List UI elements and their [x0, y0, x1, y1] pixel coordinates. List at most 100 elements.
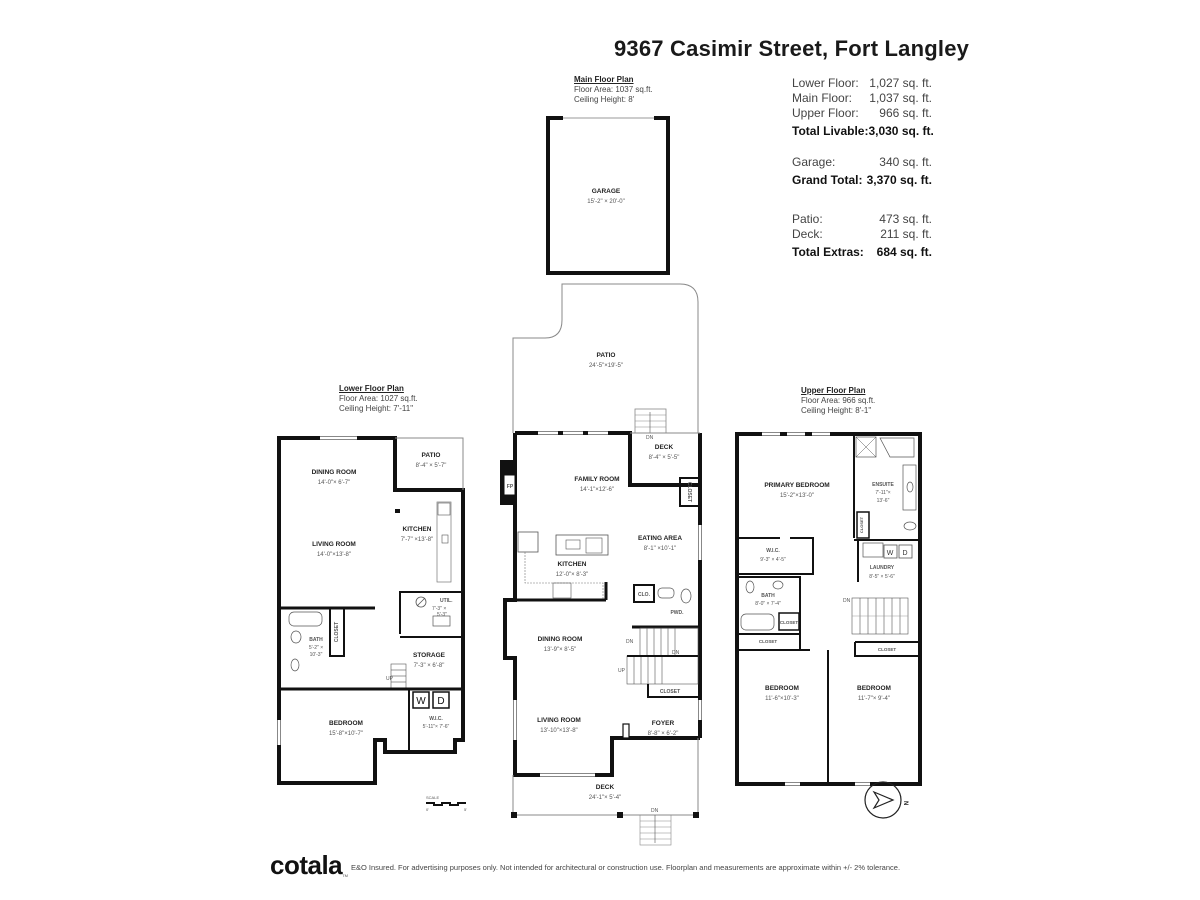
main-floor-header: Main Floor Plan Floor Area: 1037 sq.ft. … — [574, 75, 653, 105]
upper-floor-heading: Upper Floor Plan — [801, 386, 866, 395]
closet-label: CLOSET — [780, 620, 799, 625]
summary-value: 684 sq. ft. — [876, 245, 932, 259]
primary-bedroom-dims: 15'-2"×13'-0" — [780, 493, 814, 499]
logo-trademark: TM — [342, 873, 348, 878]
lower-floor-ceiling: Ceiling Height: 7'-11" — [339, 404, 414, 413]
north-label: N — [902, 801, 908, 805]
upper-floor-header: Upper Floor Plan Floor Area: 966 sq.ft. … — [801, 386, 875, 416]
deck-top-dims: 8'-4" × 5'-5" — [649, 455, 680, 461]
summary-label: Total Extras: — [792, 245, 864, 259]
living-room-dims: 13'-10"×13'-8" — [540, 728, 577, 734]
summary-row-total-livable: Total Livable:3,030 sq. ft. — [792, 121, 934, 141]
bedroom-1-label: BEDROOM — [765, 685, 799, 692]
stair-up-label: UP — [618, 668, 626, 674]
fireplace-label: FP — [507, 484, 514, 490]
deck-top-label: DECK — [655, 444, 674, 451]
upper-floor-plan: ENSUITE 7'-11"× 13'-6" CLOSET PRIMARY BE… — [735, 432, 922, 786]
summary-label: Main Floor: — [792, 91, 853, 105]
bedroom-2-label: BEDROOM — [857, 685, 891, 692]
summary-row-deck: Deck:211 sq. ft. — [792, 227, 932, 242]
eating-area-label: EATING AREA — [638, 535, 682, 542]
lower-bedroom-label: BEDROOM — [329, 720, 363, 727]
kitchen-dims: 12'-0"× 8'-3" — [556, 572, 588, 578]
foyer-label: FOYER — [652, 720, 675, 727]
summary-row-patio: Patio: 473 sq. ft. — [792, 212, 932, 227]
summary-label: Patio: — [792, 212, 823, 226]
lower-kitchen-label: KITCHEN — [403, 526, 432, 533]
lower-dining-label: DINING ROOM — [312, 469, 357, 476]
closet-label: CLOSET — [686, 482, 692, 502]
main-floor-plan: PATIO 24'-5"×19'-5" DN DECK 8'-4" × 5'-5… — [500, 283, 702, 846]
upper-bath-dims: 8'-0" × 7'-4" — [755, 601, 781, 607]
living-room-label: LIVING ROOM — [537, 717, 581, 724]
laundry-dims: 8'-5" × 5'-6" — [869, 574, 895, 580]
lower-floor-area: Floor Area: 1027 sq.ft. — [339, 394, 418, 403]
lower-closet-label: CLOSET — [334, 622, 340, 642]
upper-bath-label: BATH — [761, 593, 775, 599]
lower-bath-dims: 5'-2" × — [309, 645, 323, 651]
summary-row-garage: Garage:340 sq. ft. — [792, 155, 932, 170]
dining-room-label: DINING ROOM — [538, 636, 583, 643]
scale-min: 0' — [426, 807, 429, 812]
upper-wic-label: W.I.C. — [766, 548, 780, 554]
main-floor-heading: Main Floor Plan — [574, 75, 634, 84]
stair-dn-label: DN — [626, 639, 634, 645]
patio-label: PATIO — [597, 352, 616, 359]
lower-kitchen-dims: 7'-7" ×13'-8" — [401, 537, 433, 543]
closet-label: CLOSET — [759, 639, 778, 644]
lower-floor-plan: PATIO 8'-4" × 5'-7" DINING ROOM 14'-0"× … — [277, 436, 465, 785]
upper-floor-area: Floor Area: 966 sq.ft. — [801, 396, 876, 405]
kitchen-label: KITCHEN — [558, 561, 587, 568]
lower-floor-header: Lower Floor Plan Floor Area: 1027 sq.ft.… — [339, 384, 418, 414]
lower-wic-label: W.I.C. — [429, 716, 443, 722]
garage-plan: GARAGE 15'-2" × 20'-0" — [546, 115, 670, 275]
summary-label: Upper Floor: — [792, 106, 859, 120]
patio-dims: 24'-5"×19'-5" — [589, 363, 623, 369]
lower-patio-dims: 8'-4" × 5'-7" — [416, 463, 447, 469]
summary-label: Deck: — [792, 227, 823, 241]
north-arrow-icon: N — [864, 781, 908, 819]
clo-label: CLO. — [638, 592, 651, 598]
primary-bedroom-label: PRIMARY BEDROOM — [764, 482, 829, 489]
cotala-logo: cotala — [270, 850, 343, 880]
closet-label: CLOSET — [878, 647, 897, 652]
eating-area-dims: 8'-1" ×10'-1" — [644, 546, 676, 552]
family-room-dims: 14'-1"×12'-6" — [580, 487, 614, 493]
dryer-icon: D — [902, 550, 907, 557]
util-dims: 7'-3" × — [432, 606, 446, 612]
lower-living-dims: 14'-0"×13'-8" — [317, 552, 351, 558]
main-floor-ceiling: Ceiling Height: 8' — [574, 95, 635, 104]
summary-label: Grand Total: — [792, 173, 863, 187]
summary-value: 340 sq. ft. — [879, 155, 932, 169]
summary-value: 473 sq. ft. — [879, 212, 932, 226]
ensuite-dims: 13'-6" — [877, 498, 890, 504]
stair-up-label: UP — [386, 676, 394, 682]
lower-bath-dims: 10'-3" — [310, 652, 323, 658]
summary-value: 3,370 sq. ft. — [866, 173, 932, 187]
closet-label: CLOSET — [859, 516, 864, 533]
bedroom-1-dims: 11'-6"×10'-3" — [765, 696, 799, 702]
summary-label: Total Livable: — [792, 124, 869, 138]
dryer-icon: D — [437, 696, 444, 707]
area-summary: Lower Floor:1,027 sq. ft. Main Floor:1,0… — [792, 76, 934, 262]
stair-dn-label: DN — [843, 598, 851, 604]
foyer-dims: 8'-8" × 6'-2" — [648, 731, 679, 737]
disclaimer-text: E&O Insured. For advertising purposes on… — [350, 863, 901, 872]
main-floor-area: Floor Area: 1037 sq.ft. — [574, 85, 653, 94]
storage-dims: 7'-3" × 6'-8" — [414, 663, 445, 669]
util-dims: 5'-3" — [437, 612, 447, 618]
property-address-title: 9367 Casimir Street, Fort Langley — [614, 36, 970, 61]
deck-front-dims: 24'-1"× 5'-4" — [589, 795, 621, 801]
lower-living-label: LIVING ROOM — [312, 541, 356, 548]
summary-value: 1,027 sq. ft. — [869, 76, 932, 90]
scale-label: SCALE — [426, 795, 439, 800]
lower-wic-dims: 5'-11"× 7'-6" — [423, 724, 450, 730]
upper-wic-dims: 9'-3" × 4'-5" — [760, 557, 786, 563]
summary-label: Lower Floor: — [792, 76, 859, 90]
powder-room-label: PWD. — [670, 610, 684, 616]
util-label: UTIL. — [440, 598, 453, 604]
lower-floor-heading: Lower Floor Plan — [339, 384, 404, 393]
laundry-label: LAUNDRY — [870, 565, 895, 571]
ensuite-label: ENSUITE — [872, 482, 894, 488]
